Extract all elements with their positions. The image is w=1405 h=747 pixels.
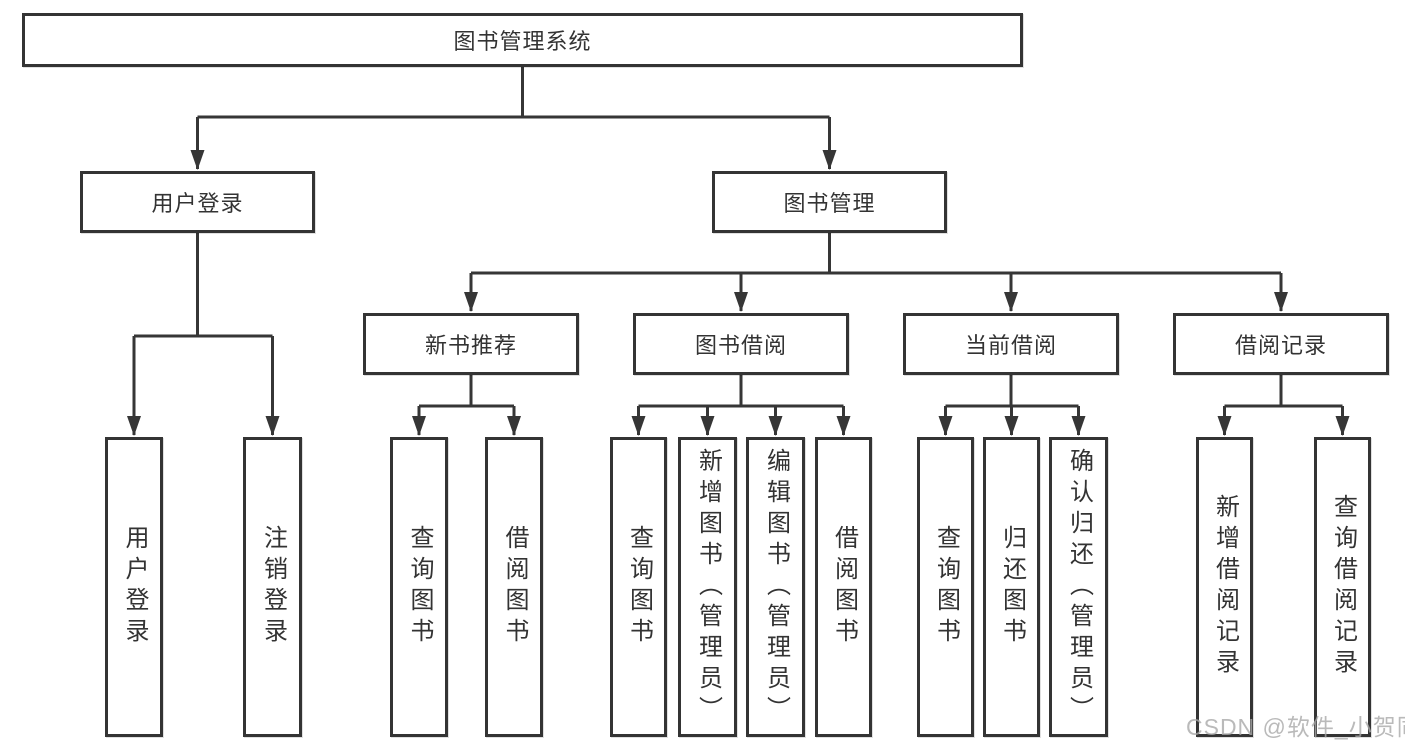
node-label: 新增图书（管理员） [694,447,722,727]
node-label: 编辑图书（管理员） [762,447,790,727]
node-label: 用户登录 [151,191,244,216]
leaf-query-book-current: 查询图书 [917,437,974,737]
node-label: 借阅图书 [501,525,528,649]
node-label: 查询借阅记录 [1329,494,1357,680]
connector-book-borrow-children [631,375,851,436]
node-label: 查询图书 [406,525,433,649]
node-label: 查询图书 [932,525,960,649]
node-label: 确认归还（管理员） [1065,447,1093,727]
node-book-management: 图书管理 [712,171,947,233]
connector-new-book-children [412,375,521,436]
leaf-return-book: 归还图书 [983,437,1040,737]
node-label: 新增借阅记录 [1211,494,1239,680]
node-book-borrow: 图书借阅 [633,313,849,375]
node-label: 图书管理 [783,191,876,216]
node-label: 归还图书 [998,525,1026,649]
node-borrow-records: 借阅记录 [1173,313,1389,375]
node-new-book-recommend: 新书推荐 [363,313,579,375]
node-label: 注销登录 [259,525,287,649]
connector-user-login-children [127,233,280,436]
leaf-add-borrow-record: 新增借阅记录 [1196,437,1253,737]
connector-root-to-level2 [190,67,837,170]
node-label: 查询图书 [625,525,653,649]
leaf-logout: 注销登录 [243,437,302,737]
connector-current-borrow-children [938,375,1086,436]
node-label: 借阅记录 [1234,333,1327,358]
node-label: 图书借阅 [694,333,787,358]
csdn-watermark: CSDN @软件_小贺同学 [1186,714,1405,740]
node-user-login: 用户登录 [80,171,315,233]
node-label: 图书管理系统 [453,29,592,54]
node-label: 借阅图书 [830,525,858,649]
leaf-query-book-recommend: 查询图书 [390,437,448,737]
leaf-query-book-borrow: 查询图书 [610,437,667,737]
leaf-borrow-book-recommend: 借阅图书 [485,437,543,737]
node-library-system: 图书管理系统 [22,13,1023,67]
node-label: 用户登录 [121,525,148,649]
node-current-borrow: 当前借阅 [903,313,1119,375]
leaf-add-book-admin: 新增图书（管理员） [678,437,737,737]
node-label: 当前借阅 [964,333,1057,358]
leaf-borrow-book: 借阅图书 [815,437,872,737]
connector-borrow-records-children [1217,375,1350,436]
leaf-user-login: 用户登录 [105,437,163,737]
leaf-edit-book-admin: 编辑图书（管理员） [746,437,805,737]
connector-book-management-children [464,233,1288,312]
leaf-query-borrow-record: 查询借阅记录 [1314,437,1371,737]
leaf-confirm-return-admin: 确认归还（管理员） [1049,437,1108,737]
node-label: 新书推荐 [424,333,517,358]
